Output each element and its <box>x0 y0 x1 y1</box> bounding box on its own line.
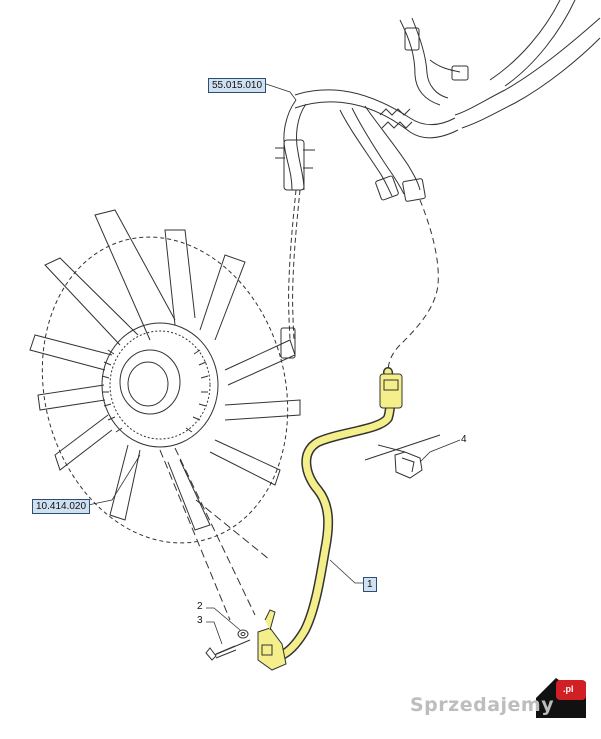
callout-4: 4 <box>461 434 467 445</box>
callout-3: 3 <box>197 615 203 626</box>
bolt-washer <box>205 629 251 661</box>
ref-label-cable[interactable]: 1 <box>363 577 377 592</box>
watermark-text: Sprzedajemy <box>410 694 555 716</box>
cooling-fan <box>29 209 301 621</box>
leader-lines <box>87 83 461 645</box>
callout-2: 2 <box>197 601 203 612</box>
speed-sensor-cable <box>257 367 403 671</box>
sprzedajemy-logo-mark <box>536 678 586 718</box>
clip-part <box>364 434 441 479</box>
ref-label-fan[interactable]: 10.414.020 <box>32 499 91 514</box>
ref-label-harness[interactable]: 55.015.010 <box>208 78 267 93</box>
logo-suffix: .pl <box>563 684 574 694</box>
wiring-harness <box>275 0 601 373</box>
